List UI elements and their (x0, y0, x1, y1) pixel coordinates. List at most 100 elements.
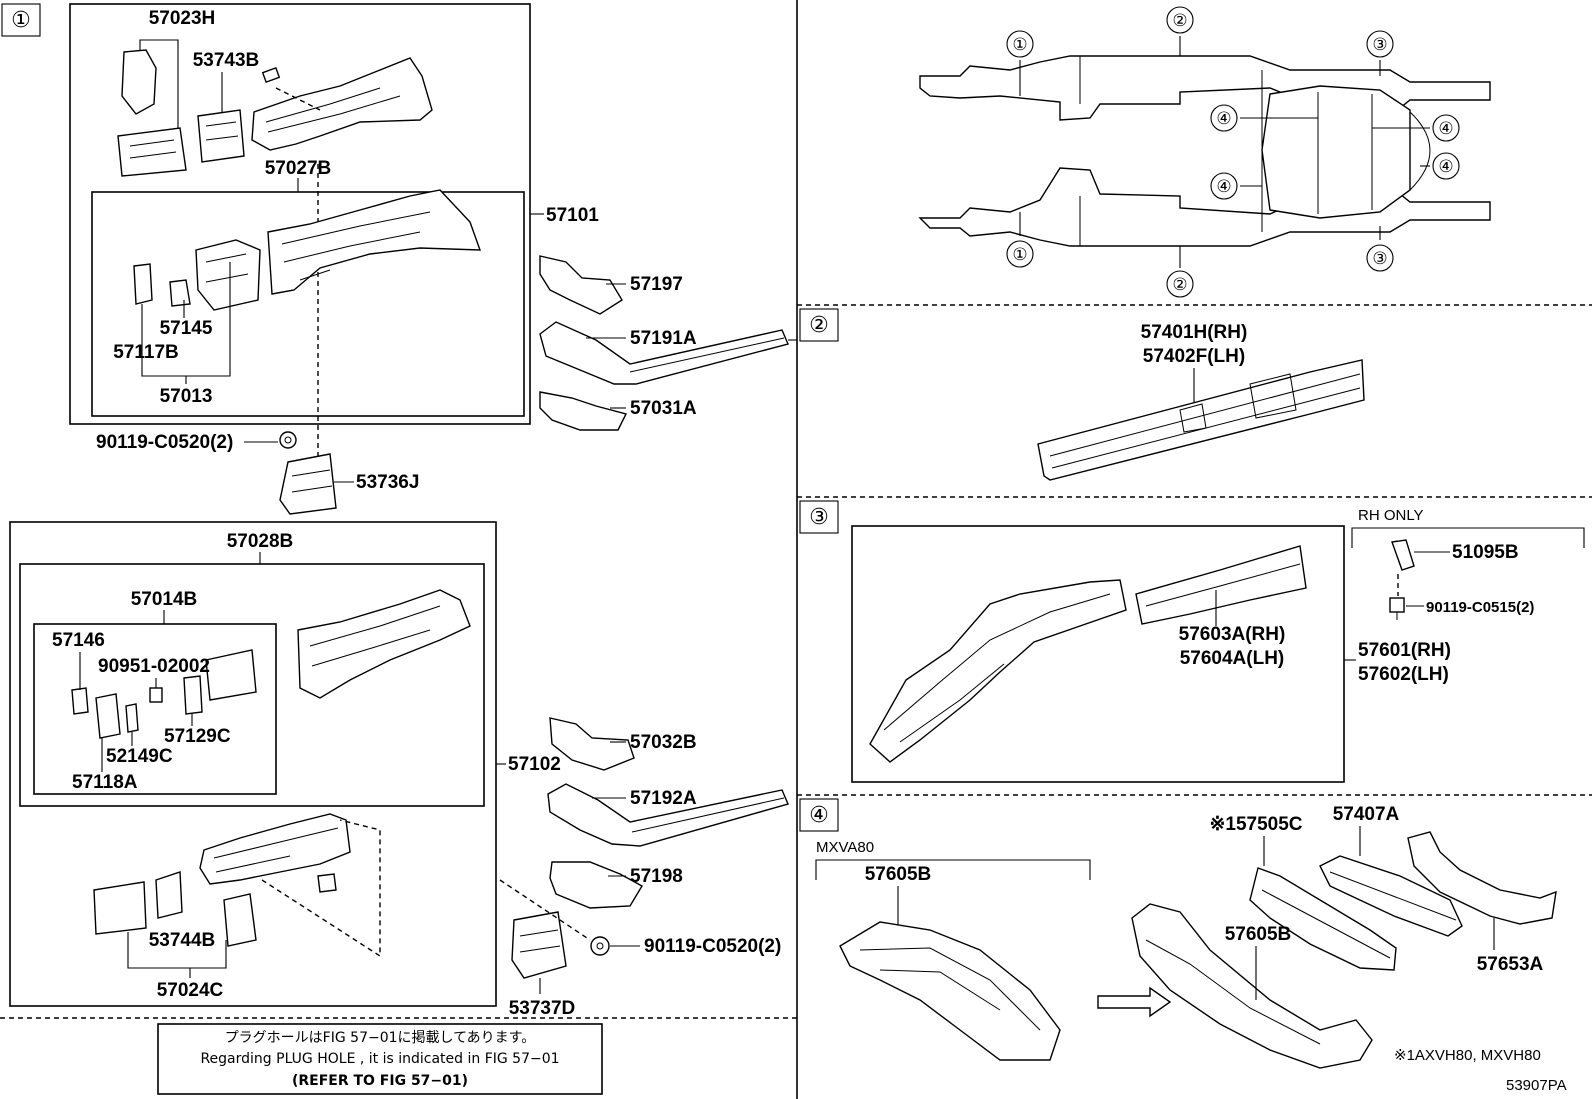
part-57505C (1249, 867, 1397, 971)
section-marker-3: ③ (799, 500, 839, 534)
part-57197 (539, 255, 623, 315)
part-53744B (93, 871, 337, 947)
part-lower-apron (199, 813, 351, 885)
notice-line-2: Regarding PLUG HOLE , it is indicated in… (200, 1051, 559, 1067)
label-57032B: 57032B (630, 732, 697, 753)
arrow-right (1097, 986, 1172, 1018)
notice-line-1: プラグホールはFIG 57−01に掲載してあります。 (225, 1030, 536, 1046)
svg-text:①: ① (1012, 35, 1027, 55)
svg-text:③: ③ (1372, 249, 1387, 269)
part-57028B-apron (297, 589, 471, 699)
label-57602: 57602(LH) (1358, 664, 1449, 685)
label-53744B: 53744B (149, 930, 216, 951)
section-marker-4: ④ (799, 798, 839, 832)
svg-text:①: ① (1012, 245, 1027, 265)
label-57191A: 57191A (630, 328, 697, 349)
label-57603A: 57603A(RH) (1179, 624, 1286, 645)
label-57028B: 57028B (227, 531, 294, 552)
svg-text:②: ② (1172, 275, 1187, 295)
label-53743B: 53743B (193, 50, 260, 71)
label-57102: 57102 (508, 754, 561, 775)
label-57197: 57197 (630, 274, 683, 295)
svg-text:③: ③ (809, 505, 829, 530)
box-57014B (33, 623, 277, 795)
label-57129C: 57129C (164, 726, 231, 747)
label-57401H: 57401H(RH) (1141, 322, 1248, 343)
svg-text:①: ① (11, 8, 31, 33)
box-57028B (19, 563, 485, 807)
label-57198: 57198 (630, 866, 683, 887)
part-57014B-group (71, 649, 257, 739)
label-57023H: 57023H (149, 8, 216, 29)
part-57032B (549, 717, 635, 771)
label-51095B: 51095B (1452, 542, 1519, 563)
label-57027B: 57027B (265, 158, 332, 179)
label-57118A: 57118A (72, 772, 138, 793)
section-marker-1: ① (1, 3, 41, 37)
part-bolt-90119-C0520-a (279, 431, 297, 449)
section-marker-2: ② (799, 308, 839, 342)
label-57605B-a: 57605B (865, 864, 932, 885)
label-57407A: 57407A (1333, 804, 1400, 825)
label-90119-C0520-a: 90119-C0520(2) (96, 432, 233, 453)
svg-text:④: ④ (1216, 177, 1231, 197)
label-53737D: 53737D (509, 998, 576, 1019)
part-57192A (547, 783, 789, 847)
svg-text:③: ③ (1372, 35, 1387, 55)
label-57145: 57145 (160, 318, 213, 339)
label-57604A: 57604A(LH) (1180, 648, 1285, 669)
label-90119-C0515: 90119-C0515(2) (1426, 599, 1534, 616)
footnote-models: ※1AXVH80, MXVH80 (1394, 1047, 1541, 1064)
svg-text:④: ④ (809, 803, 829, 828)
part-57601-frame (869, 545, 1307, 763)
label-53736J: 53736J (356, 472, 419, 493)
part-57191A (539, 321, 789, 385)
label-57601: 57601(RH) (1358, 640, 1451, 661)
frame-overview: ① ② ③ ④ ④ ④ ④ ① ② ③ (918, 6, 1491, 298)
part-57407A (1319, 855, 1463, 937)
label-57192A: 57192A (630, 788, 697, 809)
label-mxva80: MXVA80 (816, 839, 874, 856)
label-57117B: 57117B (113, 342, 179, 363)
box-57027B (91, 191, 525, 417)
label-52149C: 52149C (106, 746, 173, 767)
part-57605B-a (839, 921, 1061, 1061)
part-51095B (1391, 539, 1415, 571)
box-57601 (851, 525, 1345, 783)
svg-text:④: ④ (1438, 119, 1453, 139)
part-57401H-rocker (1037, 359, 1365, 481)
figure-id: 53907PA (1506, 1077, 1567, 1094)
part-53737D (511, 911, 567, 979)
label-90951-02002: 90951-02002 (98, 656, 210, 677)
svg-text:④: ④ (1216, 109, 1231, 129)
part-57027B-apron (267, 189, 482, 295)
svg-text:②: ② (1172, 11, 1187, 31)
label-57605B-b: 57605B (1225, 924, 1292, 945)
part-53736J (279, 453, 337, 515)
label-57014B: 57014B (131, 589, 198, 610)
notice-box: プラグホールはFIG 57−01に掲載してあります。 Regarding PLU… (157, 1023, 603, 1095)
part-57653A (1407, 831, 1557, 925)
label-57031A: 57031A (630, 398, 697, 419)
svg-text:②: ② (809, 313, 829, 338)
svg-text:④: ④ (1438, 157, 1453, 177)
part-bolt-90119-C0515 (1389, 597, 1405, 620)
part-bolt-90119-C0520-b (590, 936, 610, 956)
label-57024C: 57024C (157, 980, 224, 1001)
label-57505C: ※157505C (1209, 814, 1302, 835)
part-57023H (117, 49, 187, 177)
label-57146: 57146 (52, 630, 105, 651)
notice-line-3: (REFER TO FIG 57−01) (292, 1073, 468, 1089)
part-53743B (197, 67, 281, 163)
part-upper-apron (251, 57, 433, 151)
part-57031A (539, 391, 628, 431)
label-57402F: 57402F(LH) (1143, 346, 1245, 367)
part-57605B-b (1131, 903, 1373, 1069)
label-57101: 57101 (546, 205, 599, 226)
label-57653A: 57653A (1477, 954, 1544, 975)
label-90119-C0520-b: 90119-C0520(2) (644, 936, 781, 957)
label-57013: 57013 (160, 386, 213, 407)
part-57013-group (133, 239, 261, 311)
label-rh-only: RH ONLY (1358, 507, 1424, 524)
